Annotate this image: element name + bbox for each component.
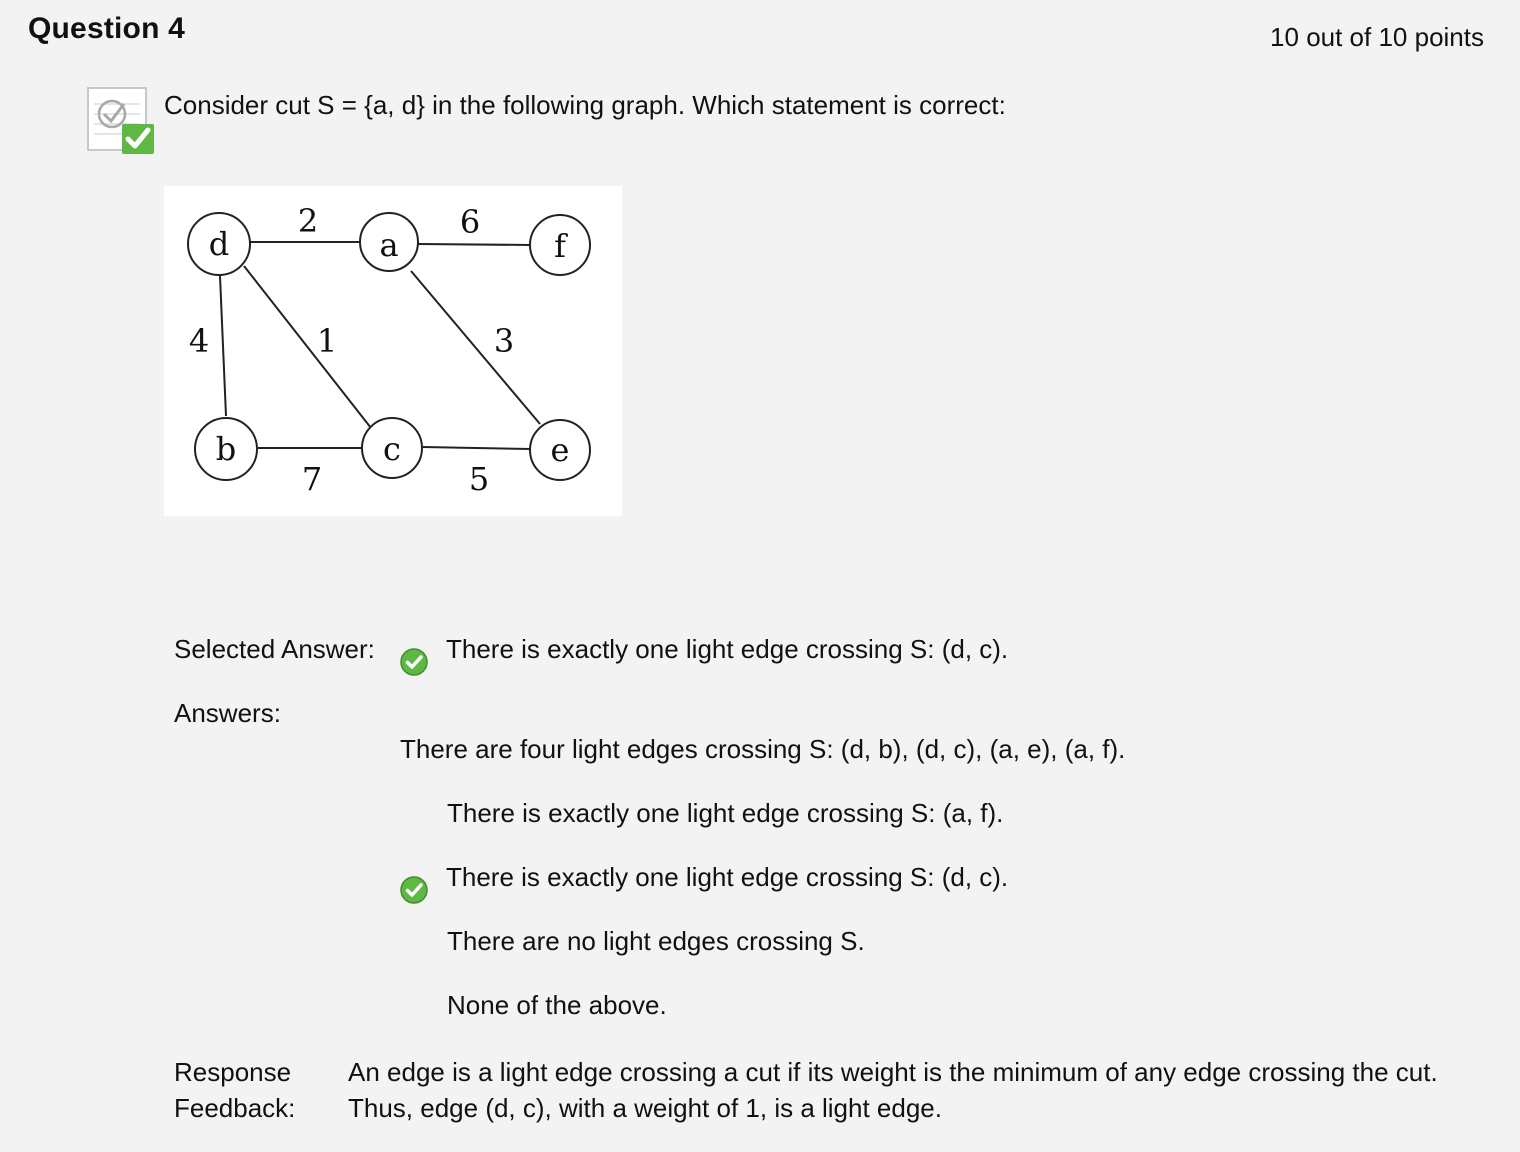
answer-option-5: None of the above. xyxy=(447,990,667,1020)
edge-a-f xyxy=(417,243,531,246)
node-label-f: f xyxy=(554,227,568,265)
node-a xyxy=(359,212,419,272)
answers-label: Answers: xyxy=(174,698,281,728)
graph-figure: d a f b c e 2 6 4 1 3 7 5 xyxy=(164,186,622,516)
node-label-a: a xyxy=(379,226,398,264)
answer-option-4: There are no light edges crossing S. xyxy=(447,926,865,956)
question-title: Question 4 xyxy=(28,12,186,45)
node-c xyxy=(361,417,423,479)
node-label-d: d xyxy=(209,225,229,263)
edge-d-c xyxy=(243,265,372,429)
response-feedback-label: Response Feedback: xyxy=(174,1057,296,1123)
graded-correct-icon xyxy=(87,87,154,154)
edge-weight-a-e: 3 xyxy=(494,322,514,360)
answer-option-1: There are four light edges crossing S: (… xyxy=(400,734,1126,764)
node-f xyxy=(529,214,591,276)
edge-weight-d-c: 1 xyxy=(317,322,337,360)
edge-c-e xyxy=(422,446,532,450)
selected-answer-text: There is exactly one light edge crossing… xyxy=(446,634,1009,664)
node-label-c: c xyxy=(383,430,401,468)
edge-weight-d-a: 2 xyxy=(298,202,318,240)
edge-weight-b-c: 7 xyxy=(302,460,322,498)
edge-a-e xyxy=(410,270,541,425)
correct-check-icon xyxy=(400,648,428,676)
node-e xyxy=(529,419,591,481)
node-d xyxy=(187,212,251,276)
edge-d-b xyxy=(219,275,227,417)
node-label-e: e xyxy=(551,431,570,469)
correct-check-icon xyxy=(400,876,428,904)
question-points: 10 out of 10 points xyxy=(1270,22,1484,52)
node-b xyxy=(194,417,258,481)
response-feedback-text: An edge is a light edge crossing a cut i… xyxy=(348,1057,1438,1123)
answer-option-2: There is exactly one light edge crossing… xyxy=(447,798,1004,828)
question-text: Consider cut S = {a, d} in the following… xyxy=(164,90,1006,120)
selected-answer-label: Selected Answer: xyxy=(174,634,375,664)
edge-weight-a-f: 6 xyxy=(460,203,480,241)
edge-weight-c-e: 5 xyxy=(469,460,489,498)
edge-weight-d-b: 4 xyxy=(189,322,209,360)
node-label-b: b xyxy=(216,430,236,468)
answer-option-3-correct: There is exactly one light edge crossing… xyxy=(446,862,1009,892)
